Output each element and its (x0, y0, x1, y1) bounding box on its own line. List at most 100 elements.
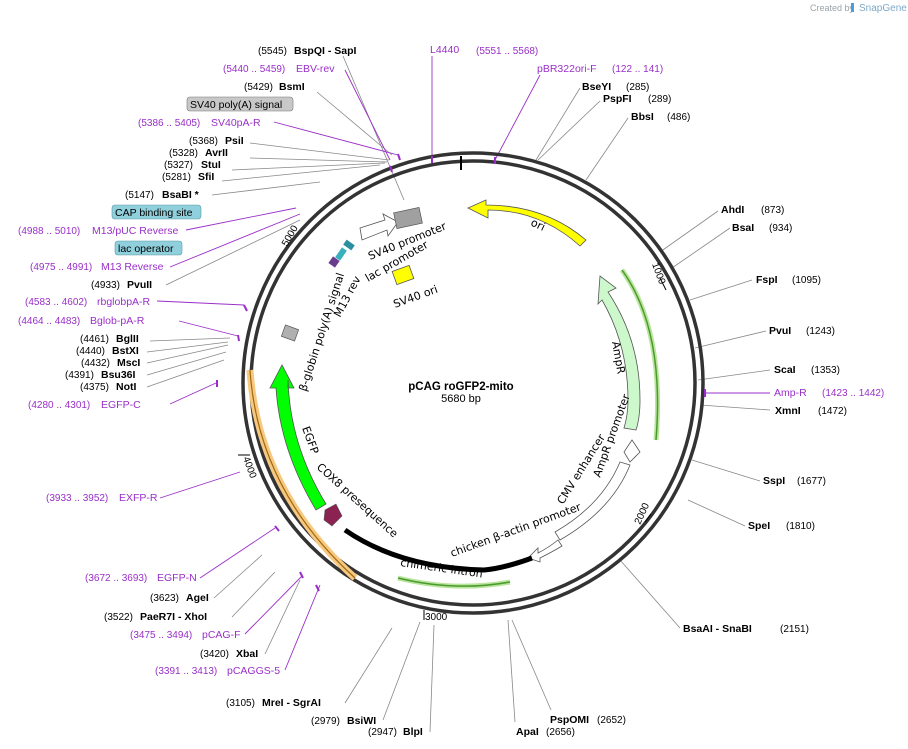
svg-text:EGFP-N: EGFP-N (157, 572, 197, 584)
svg-text:(4933): (4933) (91, 280, 120, 291)
svg-text:PvuII: PvuII (127, 279, 152, 291)
svg-text:(5327): (5327) (164, 160, 193, 171)
sv40-promoter-feature (359, 213, 399, 241)
svg-text:(1095): (1095) (792, 275, 821, 286)
boxed-cap-binding: CAP binding site (111, 204, 202, 220)
svg-text:pBR322ori-F: pBR322ori-F (537, 63, 597, 75)
ampr-label: AmpR (609, 340, 628, 375)
svg-text:(5429): (5429) (244, 82, 273, 93)
svg-text:FspI: FspI (756, 274, 778, 286)
svg-text:BlpI: BlpI (403, 726, 423, 738)
chimeric-intron-feature (343, 527, 533, 573)
svg-text:BbsI: BbsI (631, 111, 654, 123)
tick-1000: 1000 (649, 261, 667, 286)
svg-text:M13 Reverse: M13 Reverse (101, 261, 164, 273)
svg-text:(3475 .. 3494): (3475 .. 3494) (130, 630, 192, 641)
svg-text:PvuI: PvuI (769, 325, 791, 337)
svg-text:(934): (934) (769, 223, 792, 234)
cap-feature (343, 239, 355, 251)
svg-text:SV40pA-R: SV40pA-R (211, 117, 261, 129)
svg-text:(4583 .. 4602): (4583 .. 4602) (25, 297, 87, 308)
svg-text:(5386 .. 5405): (5386 .. 5405) (138, 118, 200, 129)
ampr-feature (597, 275, 641, 431)
svg-text:rbglobpA-R: rbglobpA-R (97, 296, 151, 308)
svg-text:M13/pUC Reverse: M13/pUC Reverse (92, 225, 179, 237)
egfp-feature (269, 364, 327, 511)
primer-labels: L4440 (5551 .. 5568) pBR322ori-F (122 ..… (18, 44, 884, 677)
svg-text:(122 .. 141): (122 .. 141) (612, 64, 663, 75)
svg-text:(4988 .. 5010): (4988 .. 5010) (18, 226, 80, 237)
svg-text:(3420): (3420) (200, 649, 229, 660)
svg-text:SpeI: SpeI (748, 520, 770, 532)
svg-text:SspI: SspI (763, 475, 785, 487)
svg-text:ApaI: ApaI (516, 726, 539, 738)
ori-feature (467, 199, 587, 247)
svg-text:(2656): (2656) (546, 727, 575, 738)
svg-text:XmnI: XmnI (775, 405, 801, 417)
svg-text:PspFI: PspFI (603, 93, 632, 105)
leader-lines (146, 55, 771, 733)
svg-text:(4461): (4461) (80, 334, 109, 345)
svg-text:(4440): (4440) (76, 346, 105, 357)
m13rev-feature (328, 256, 340, 268)
svg-text:lac operator: lac operator (118, 243, 174, 255)
bglobin-feature (280, 324, 300, 342)
svg-text:StuI: StuI (201, 159, 221, 171)
svg-text:(3391 .. 3413): (3391 .. 3413) (155, 666, 217, 677)
chimeric-intron-label: chimeric intron (400, 556, 484, 580)
svg-text:PspOMI: PspOMI (550, 714, 589, 726)
svg-text:EXFP-R: EXFP-R (119, 492, 158, 504)
svg-text:NotI: NotI (116, 381, 136, 393)
credit-text: Created by (810, 3, 855, 13)
svg-text:XbaI: XbaI (236, 648, 258, 660)
backbone-outer (241, 151, 705, 615)
svg-text:(3672 .. 3693): (3672 .. 3693) (85, 573, 147, 584)
svg-text:SV40 poly(A) signal: SV40 poly(A) signal (190, 99, 282, 111)
tick-3000: 3000 (425, 612, 448, 623)
svg-text:(5440 .. 5459): (5440 .. 5459) (223, 64, 285, 75)
bglobin-label: β-globin poly(A) signal (296, 271, 347, 393)
svg-text:(4280 .. 4301): (4280 .. 4301) (28, 400, 90, 411)
svg-text:(1423 .. 1442): (1423 .. 1442) (822, 388, 884, 399)
tick-2000: 2000 (633, 501, 653, 526)
svg-text:Bglob-pA-R: Bglob-pA-R (90, 315, 145, 327)
svg-text:(1677): (1677) (797, 476, 826, 487)
sv40-ori-label: SV40 ori (392, 283, 440, 311)
sv40-ori-feature (391, 264, 415, 286)
svg-text:Bsu36I: Bsu36I (101, 369, 136, 381)
cox8-feature (323, 503, 343, 527)
svg-text:(5368): (5368) (189, 136, 218, 147)
svg-text:(1472): (1472) (818, 406, 847, 417)
svg-text:BseYI: BseYI (582, 81, 611, 93)
svg-text:(1243): (1243) (806, 326, 835, 337)
svg-text:CAP binding site: CAP binding site (115, 207, 193, 219)
svg-text:(4391): (4391) (65, 370, 94, 381)
svg-text:(5281): (5281) (162, 172, 191, 183)
svg-text:MreI - SgrAI: MreI - SgrAI (262, 697, 321, 709)
svg-text:(2151): (2151) (780, 624, 809, 635)
svg-text:(1810): (1810) (786, 521, 815, 532)
svg-text:(4375): (4375) (80, 382, 109, 393)
chicken-actin-promoter-feature (527, 539, 563, 563)
svg-text:ScaI: ScaI (774, 364, 796, 376)
primer-marks (216, 153, 706, 592)
svg-text:(5147): (5147) (125, 190, 154, 201)
boxed-lac-operator: lac operator (114, 240, 183, 256)
svg-text:AgeI: AgeI (186, 592, 209, 604)
snapgene-logo: SnapGene (851, 3, 907, 14)
svg-text:(2652): (2652) (597, 715, 626, 726)
svg-text:(873): (873) (761, 205, 784, 216)
ori-label: ori (529, 216, 547, 234)
svg-text:(2979): (2979) (311, 716, 340, 727)
svg-text:(5328): (5328) (169, 148, 198, 159)
egfp-label: EGFP (299, 425, 321, 457)
lac-operator-feature (335, 247, 347, 261)
svg-text:(3933 .. 3952): (3933 .. 3952) (46, 493, 108, 504)
svg-text:BsaAI - SnaBI: BsaAI - SnaBI (683, 623, 752, 635)
svg-text:(3623): (3623) (150, 593, 179, 604)
svg-text:MscI: MscI (117, 357, 140, 369)
svg-text:EBV-rev: EBV-rev (296, 63, 335, 75)
primer-leaders (156, 56, 770, 671)
svg-text:BspQI - SapI: BspQI - SapI (294, 45, 357, 57)
